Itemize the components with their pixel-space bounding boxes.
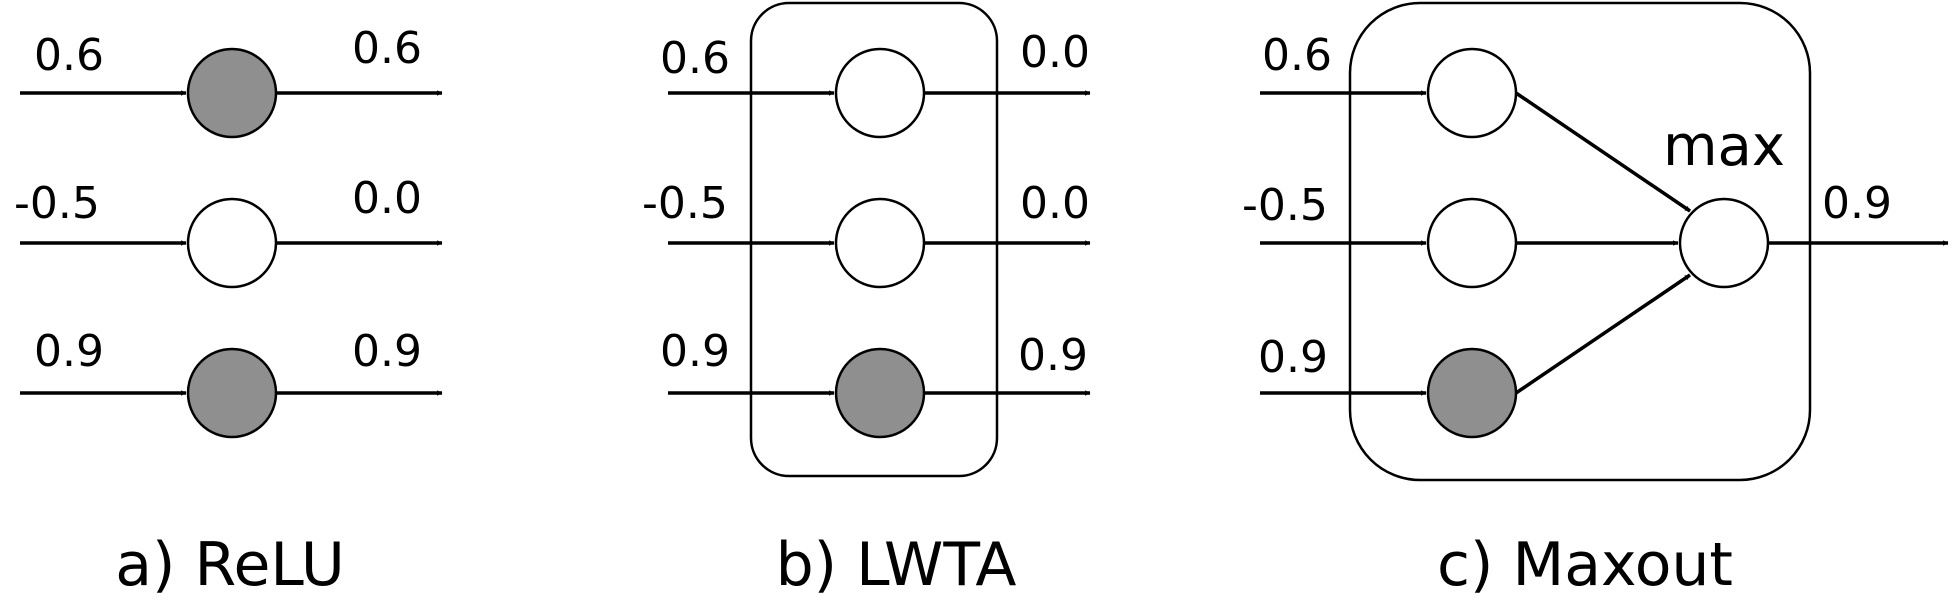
maxout-caption: c) Maxout xyxy=(1437,530,1733,600)
panel-lwta: 0.6 0.0 -0.5 0.0 0.9 0.9 b) LWTA xyxy=(642,1,1091,600)
lwta-group-box xyxy=(749,1,999,478)
lwta-node-3 xyxy=(834,347,926,439)
lwta-node-1 xyxy=(834,47,926,139)
lwta-output-label-3: 0.9 xyxy=(1018,330,1088,381)
panel-relu: 0.6 0.6 -0.5 0.0 0.9 0.9 a) ReLU xyxy=(14,23,443,600)
panel-maxout: max 0.9 0.6 -0.5 0.9 c) Maxout xyxy=(1242,1,1949,600)
lwta-node-2 xyxy=(834,197,926,289)
lwta-caption: b) LWTA xyxy=(776,530,1017,600)
lwta-output-label-1: 0.0 xyxy=(1020,27,1090,78)
lwta-output-label-2: 0.0 xyxy=(1020,178,1090,229)
maxout-node-2 xyxy=(1426,197,1518,289)
maxout-max-node xyxy=(1678,197,1770,289)
relu-caption: a) ReLU xyxy=(115,530,345,600)
relu-output-label-3: 0.9 xyxy=(352,326,422,377)
lwta-input-label-1: 0.6 xyxy=(660,33,730,84)
relu-input-label-1: 0.6 xyxy=(34,30,104,81)
relu-output-label-2: 0.0 xyxy=(352,173,422,224)
maxout-max-label: max xyxy=(1663,114,1785,179)
relu-node-1 xyxy=(186,47,278,139)
maxout-edge-1 xyxy=(1515,91,1691,213)
relu-input-label-3: 0.9 xyxy=(34,326,104,377)
relu-input-label-2: -0.5 xyxy=(14,178,100,229)
lwta-input-label-3: 0.9 xyxy=(660,326,730,377)
maxout-input-label-2: -0.5 xyxy=(1242,180,1328,231)
maxout-output-label: 0.9 xyxy=(1822,178,1892,229)
maxout-input-label-1: 0.6 xyxy=(1262,30,1332,81)
relu-node-3 xyxy=(186,347,278,439)
maxout-node-3 xyxy=(1426,347,1518,439)
maxout-edge-3 xyxy=(1515,273,1691,395)
maxout-input-label-3: 0.9 xyxy=(1258,332,1328,383)
relu-output-label-1: 0.6 xyxy=(352,23,422,74)
lwta-input-label-2: -0.5 xyxy=(642,178,728,229)
relu-node-2 xyxy=(186,197,278,289)
maxout-node-1 xyxy=(1426,47,1518,139)
